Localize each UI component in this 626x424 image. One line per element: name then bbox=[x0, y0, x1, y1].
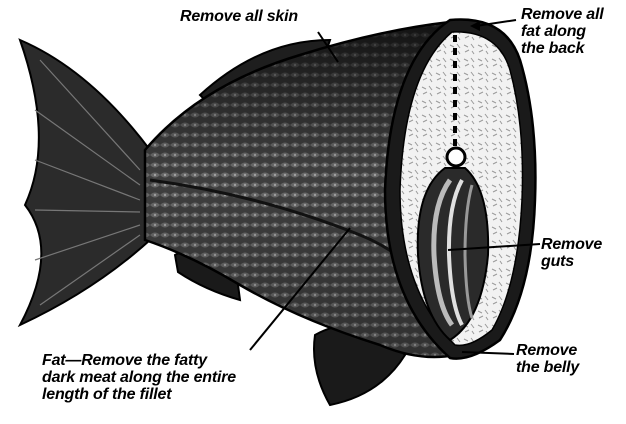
label-belly-line-1: Remove bbox=[516, 342, 579, 359]
tail-fin bbox=[20, 40, 150, 325]
label-belly-line-2: the belly bbox=[516, 359, 579, 376]
label-guts-line-2: guts bbox=[541, 253, 602, 270]
label-skin-line: Remove all skin bbox=[180, 8, 298, 25]
label-dark-meat: Fat—Remove the fatty dark meat along the… bbox=[42, 352, 236, 403]
label-dark-meat-line-3: length of the fillet bbox=[42, 386, 236, 403]
label-back-fat-line-2: fat along bbox=[521, 23, 604, 40]
label-back-fat-line-1: Remove all bbox=[521, 6, 604, 23]
label-remove-skin: Remove all skin bbox=[180, 8, 298, 25]
label-dark-meat-line-2: dark meat along the entire bbox=[42, 369, 236, 386]
label-remove-belly: Remove the belly bbox=[516, 342, 579, 376]
label-back-fat-line-3: the back bbox=[521, 40, 604, 57]
backbone bbox=[447, 148, 465, 166]
label-dark-meat-line-1: Fat—Remove the fatty bbox=[42, 352, 236, 369]
label-remove-guts: Remove guts bbox=[541, 236, 602, 270]
label-remove-back-fat: Remove all fat along the back bbox=[521, 6, 604, 57]
label-guts-line-1: Remove bbox=[541, 236, 602, 253]
